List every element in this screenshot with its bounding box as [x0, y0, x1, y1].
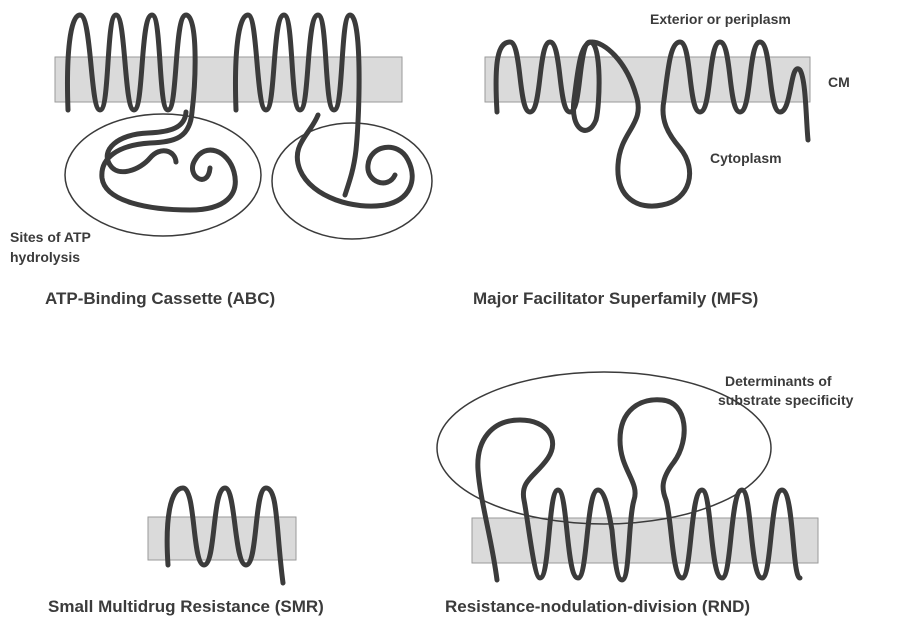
- determinants-label: Determinants of: [725, 373, 832, 389]
- rnd-title: Resistance-nodulation-division (RND): [445, 597, 750, 616]
- rnd-panel: Determinants of substrate specificity Re…: [437, 372, 854, 616]
- cytoplasm-label: Cytoplasm: [710, 150, 782, 166]
- mfs-panel: Exterior or periplasm CM Cytoplasm Major…: [473, 11, 850, 308]
- mfs-membrane: [485, 57, 810, 102]
- abc-chain-left: [68, 15, 236, 210]
- smr-title: Small Multidrug Resistance (SMR): [48, 597, 324, 616]
- smr-panel: Small Multidrug Resistance (SMR): [48, 488, 324, 616]
- abc-panel: Sites of ATP hydrolysis ATP-Binding Cass…: [10, 15, 432, 308]
- cm-label: CM: [828, 74, 850, 90]
- atp-sites-label: Sites of ATP: [10, 229, 91, 245]
- abc-title: ATP-Binding Cassette (ABC): [45, 289, 275, 308]
- atp-sites-label-line2: hydrolysis: [10, 249, 80, 265]
- abc-chain-right: [236, 15, 413, 206]
- mfs-title: Major Facilitator Superfamily (MFS): [473, 289, 758, 308]
- rnd-membrane: [472, 518, 818, 563]
- determinants-label-line2: substrate specificity: [718, 392, 854, 408]
- exterior-label: Exterior or periplasm: [650, 11, 791, 27]
